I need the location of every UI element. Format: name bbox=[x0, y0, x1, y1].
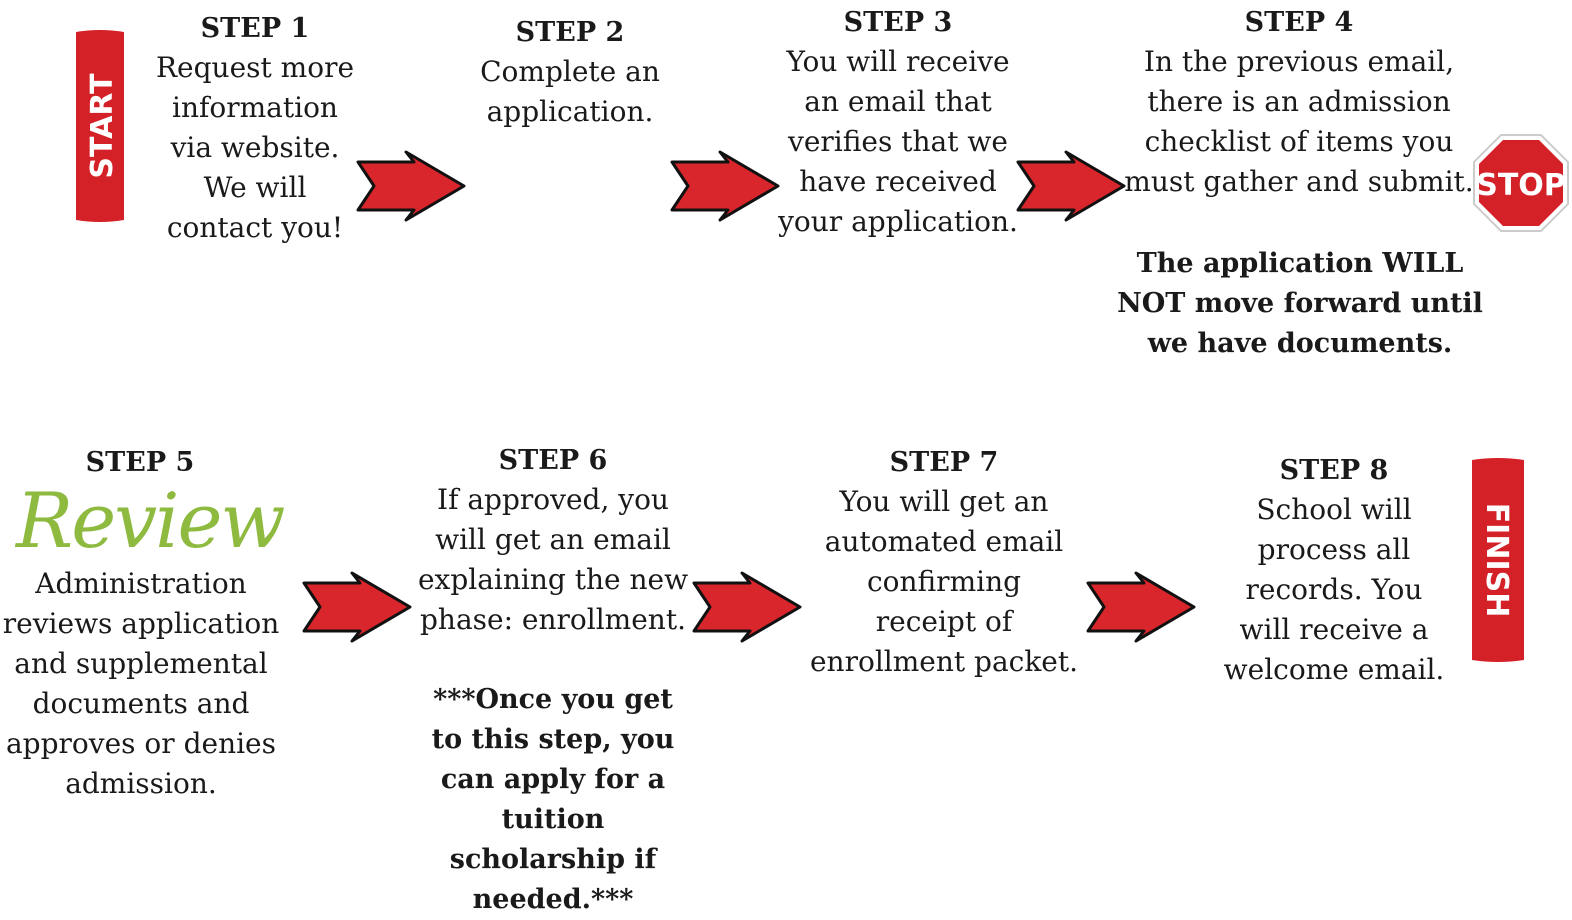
arrow-right-icon bbox=[670, 150, 780, 222]
step-line: your application. bbox=[778, 205, 1018, 238]
step-line: via website. bbox=[170, 131, 340, 164]
step-2: STEP 2 Complete an application. bbox=[455, 14, 685, 132]
step-title: STEP 4 bbox=[1244, 7, 1354, 38]
arrow-right-icon bbox=[1016, 150, 1126, 222]
step-6-note: ***Once you get to this step, you can ap… bbox=[420, 680, 686, 920]
step-line: verifies that we bbox=[788, 125, 1008, 158]
finish-banner: FINISH bbox=[1472, 458, 1524, 662]
stop-sign-icon: STOP bbox=[1473, 134, 1569, 232]
step-line: You will get an bbox=[839, 485, 1049, 518]
step-title: STEP 6 bbox=[498, 445, 608, 476]
step-title: STEP 2 bbox=[515, 17, 625, 48]
step-line: explaining the new bbox=[417, 563, 689, 596]
note-line: NOT move forward until bbox=[1117, 288, 1483, 319]
arrow-right-icon bbox=[1086, 571, 1196, 643]
step-line: phase: enrollment. bbox=[420, 603, 686, 636]
step-line: must gather and submit. bbox=[1124, 165, 1474, 198]
step-line: have received bbox=[799, 165, 997, 198]
svg-text:START: START bbox=[85, 73, 120, 179]
step-5-title: STEP 5 bbox=[40, 444, 240, 482]
step-line: approves or denies bbox=[5, 727, 276, 760]
step-4-note: The application WILL NOT move forward un… bbox=[1112, 244, 1488, 364]
step-line: records. You bbox=[1245, 573, 1423, 606]
note-line: needed.*** bbox=[472, 884, 634, 915]
step-line: Administration bbox=[35, 567, 247, 600]
step-line: and supplemental bbox=[14, 647, 268, 680]
step-line: checklist of items you bbox=[1144, 125, 1454, 158]
arrow-right-icon bbox=[302, 571, 412, 643]
step-title: STEP 1 bbox=[200, 13, 310, 44]
step-title: STEP 5 bbox=[85, 447, 195, 478]
note-line: The application WILL bbox=[1136, 248, 1464, 279]
step-line: Request more bbox=[155, 51, 355, 84]
start-banner: START bbox=[76, 30, 124, 222]
step-line: an email that bbox=[804, 85, 992, 118]
step-line: documents and bbox=[32, 687, 250, 720]
note-line: to this step, you bbox=[431, 724, 675, 755]
step-line: admission. bbox=[65, 767, 217, 800]
step-line: information bbox=[172, 91, 338, 124]
note-line: can apply for a bbox=[440, 764, 666, 795]
step-title: STEP 3 bbox=[843, 7, 953, 38]
step-line: welcome email. bbox=[1223, 653, 1445, 686]
step-title: STEP 8 bbox=[1279, 455, 1389, 486]
step-line: there is an admission bbox=[1147, 85, 1451, 118]
step-4: STEP 4 In the previous email, there is a… bbox=[1118, 4, 1480, 202]
step-line: We will bbox=[203, 171, 307, 204]
step-title: STEP 7 bbox=[889, 447, 999, 478]
step-line: In the previous email, bbox=[1143, 45, 1455, 78]
step-line: contact you! bbox=[166, 211, 344, 244]
step-7: STEP 7 You will get an automated email c… bbox=[802, 444, 1086, 682]
review-script: Review bbox=[16, 476, 285, 565]
step-3: STEP 3 You will receive an email that ve… bbox=[768, 4, 1028, 242]
step-8: STEP 8 School will process all records. … bbox=[1206, 452, 1462, 690]
step-line: automated email bbox=[824, 525, 1064, 558]
note-line: tuition bbox=[501, 804, 605, 835]
step-line: School will bbox=[1256, 493, 1412, 526]
note-line: ***Once you get bbox=[433, 684, 673, 715]
arrow-right-icon bbox=[692, 571, 802, 643]
step-line: enrollment packet. bbox=[809, 645, 1079, 678]
step-line: If approved, you bbox=[437, 483, 669, 516]
step-line: will receive a bbox=[1239, 613, 1429, 646]
step-line: will get an email bbox=[435, 523, 671, 556]
step-5: Administration reviews application and s… bbox=[0, 564, 282, 804]
svg-text:STOP: STOP bbox=[1476, 168, 1566, 203]
step-line: You will receive bbox=[786, 45, 1010, 78]
step-line: receipt of bbox=[875, 605, 1013, 638]
note-line: we have documents. bbox=[1147, 328, 1453, 359]
step-6: STEP 6 If approved, you will get an emai… bbox=[410, 442, 696, 640]
step-line: confirming bbox=[866, 565, 1022, 598]
arrow-right-icon bbox=[356, 150, 466, 222]
step-line: process all bbox=[1257, 533, 1411, 566]
svg-text:FINISH: FINISH bbox=[1479, 503, 1514, 618]
step-line: application. bbox=[486, 95, 654, 128]
step-1: STEP 1 Request more information via webs… bbox=[140, 10, 370, 248]
note-line: scholarship if bbox=[449, 844, 657, 875]
step-line: reviews application bbox=[2, 607, 280, 640]
step-line: Complete an bbox=[480, 55, 660, 88]
